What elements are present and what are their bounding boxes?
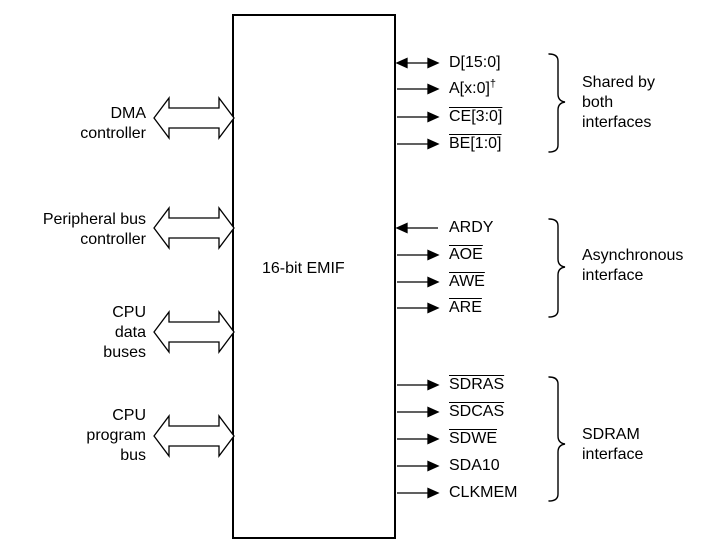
brace-shared — [548, 53, 566, 153]
cpu-data-buses-label: CPU data buses — [103, 304, 146, 361]
dagger-footnote-mark: † — [489, 78, 497, 90]
signal-be-label: BE[1:0] — [449, 135, 502, 152]
signal-arrow-sdwe — [397, 433, 440, 445]
signal-a-label: A[x:0]† — [449, 78, 497, 98]
signal-arrow-sdras — [397, 379, 440, 391]
signal-arrow-a — [397, 83, 440, 95]
signal-sdwe-label: SDWE — [449, 430, 497, 447]
signal-arrow-d — [395, 57, 440, 69]
signal-aoe-label: AOE — [449, 246, 483, 263]
signal-ce-label: CE[3:0] — [449, 108, 503, 125]
signal-sda10-label: SDA10 — [449, 457, 500, 474]
signal-sdras-label: SDRAS — [449, 376, 505, 393]
brace-sdram — [548, 376, 566, 502]
signal-arrow-clkmem — [397, 487, 440, 499]
cpu-data-bus-arrow — [153, 310, 235, 354]
emif-block-label: 16-bit EMIF — [262, 260, 345, 277]
signal-arrow-be — [397, 138, 440, 150]
signal-arrow-ardy — [395, 222, 438, 234]
emif-block — [232, 14, 396, 539]
signal-are-label: ARE — [449, 299, 482, 316]
cpu-program-bus-label: CPU program bus — [86, 407, 146, 464]
cpu-program-bus-arrow — [153, 414, 235, 458]
dma-bus-arrow — [153, 96, 235, 140]
peripheral-bus-controller-label: Peripheral bus controller — [42, 211, 146, 248]
group-sdram-label: SDRAM interface — [582, 426, 644, 463]
signal-arrow-sda10 — [397, 460, 440, 472]
signal-arrow-aoe — [397, 249, 440, 261]
signal-awe-label: AWE — [449, 273, 485, 290]
signal-arrow-ce — [397, 111, 440, 123]
signal-arrow-are — [397, 302, 440, 314]
group-shared-label: Shared by both interfaces — [582, 74, 655, 131]
signal-sdcas-label: SDCAS — [449, 403, 505, 420]
signal-d-label: D[15:0] — [449, 54, 501, 71]
signal-ardy-label: ARDY — [449, 219, 494, 236]
signal-arrow-awe — [397, 276, 440, 288]
peripheral-bus-arrow — [153, 206, 235, 250]
dma-controller-label: DMA controller — [80, 105, 146, 142]
signal-clkmem-label: CLKMEM — [449, 484, 518, 501]
brace-async — [548, 218, 566, 318]
group-async-label: Asynchronous interface — [582, 247, 684, 284]
signal-arrow-sdcas — [397, 406, 440, 418]
